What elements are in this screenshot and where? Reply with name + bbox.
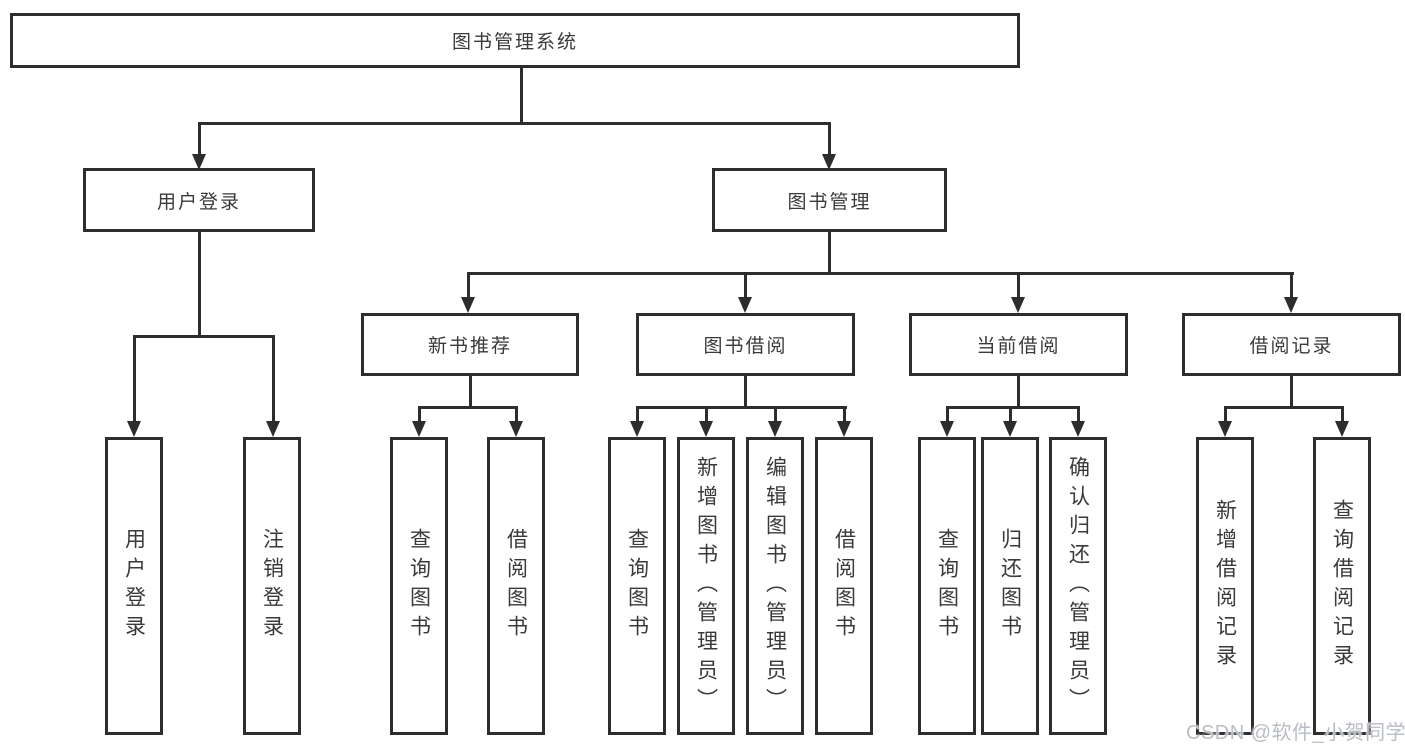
leaf-add-book-admin-label: 新增图书（管理员） bbox=[694, 455, 718, 717]
leaf-confirm-return-admin-label: 确认归还（管理员） bbox=[1066, 455, 1090, 717]
leaf-user-login-label: 用户登录 bbox=[122, 528, 146, 644]
connector-line bbox=[843, 406, 846, 423]
arrowhead bbox=[738, 297, 752, 313]
node-new-book-rec: 新书推荐 bbox=[361, 313, 579, 376]
connector-line bbox=[418, 406, 421, 423]
connector-line bbox=[272, 335, 275, 423]
connector-line bbox=[774, 406, 777, 423]
node-borrow-records: 借阅记录 bbox=[1182, 313, 1401, 376]
leaf-logout-label: 注销登录 bbox=[260, 528, 284, 644]
connector-line bbox=[1224, 406, 1344, 409]
connector-line bbox=[467, 272, 1294, 275]
leaf-query-borrow-record: 查询借阅记录 bbox=[1313, 437, 1371, 735]
connector-line bbox=[946, 406, 949, 423]
leaf-query-borrow-record-label: 查询借阅记录 bbox=[1330, 499, 1354, 673]
arrowhead bbox=[822, 154, 836, 170]
node-root-label: 图书管理系统 bbox=[451, 32, 578, 53]
node-borrow-records-label: 借阅记录 bbox=[1249, 336, 1334, 357]
csdn-watermark: CSDN @软件_小贺同学 bbox=[1186, 722, 1405, 744]
connector-line bbox=[133, 335, 275, 338]
connector-line bbox=[1077, 406, 1080, 423]
leaf-query-book-borrow: 查询图书 bbox=[608, 437, 666, 735]
leaf-borrow-book-borrow-label: 借阅图书 bbox=[832, 528, 856, 644]
leaf-borrow-book-rec: 借阅图书 bbox=[487, 437, 545, 735]
arrowhead bbox=[412, 421, 426, 437]
connector-line bbox=[636, 406, 847, 409]
arrowhead bbox=[768, 421, 782, 437]
node-new-book-rec-label: 新书推荐 bbox=[427, 336, 512, 357]
connector-line bbox=[1017, 272, 1020, 299]
arrowhead bbox=[192, 154, 206, 170]
leaf-edit-book-admin: 编辑图书（管理员） bbox=[746, 437, 804, 735]
arrowhead bbox=[1003, 421, 1017, 437]
connector-line bbox=[705, 406, 708, 423]
node-book-borrow: 图书借阅 bbox=[636, 313, 855, 376]
connector-line bbox=[1224, 406, 1227, 423]
node-user-login: 用户登录 bbox=[83, 168, 315, 232]
arrowhead bbox=[266, 421, 280, 437]
node-book-mgmt: 图书管理 bbox=[712, 168, 947, 232]
arrowhead bbox=[127, 421, 141, 437]
connector-line bbox=[133, 335, 136, 423]
node-current-borrow-label: 当前借阅 bbox=[976, 336, 1061, 357]
arrowhead bbox=[509, 421, 523, 437]
arrowhead bbox=[630, 421, 644, 437]
arrowhead bbox=[699, 421, 713, 437]
leaf-logout: 注销登录 bbox=[243, 437, 301, 735]
connector-line bbox=[828, 232, 831, 275]
connector-line bbox=[636, 406, 639, 423]
connector-line bbox=[1017, 376, 1020, 408]
leaf-confirm-return-admin: 确认归还（管理员） bbox=[1049, 437, 1107, 735]
leaf-add-borrow-record-label: 新增借阅记录 bbox=[1213, 499, 1237, 673]
arrowhead bbox=[837, 421, 851, 437]
leaf-query-book-rec: 查询图书 bbox=[390, 437, 448, 735]
leaf-borrow-book-borrow: 借阅图书 bbox=[815, 437, 873, 735]
arrowhead bbox=[1335, 421, 1349, 437]
leaf-edit-book-admin-label: 编辑图书（管理员） bbox=[763, 455, 787, 717]
leaf-query-book-current-label: 查询图书 bbox=[935, 528, 959, 644]
leaf-borrow-book-rec-label: 借阅图书 bbox=[504, 528, 528, 644]
node-user-login-label: 用户登录 bbox=[156, 191, 241, 213]
connector-line bbox=[467, 272, 470, 299]
connector-line bbox=[946, 406, 1080, 409]
arrowhead bbox=[1011, 297, 1025, 313]
arrowhead bbox=[940, 421, 954, 437]
leaf-return-book: 归还图书 bbox=[981, 437, 1039, 735]
arrowhead bbox=[461, 297, 475, 313]
leaf-return-book-label: 归还图书 bbox=[998, 528, 1022, 644]
leaf-query-book-borrow-label: 查询图书 bbox=[625, 528, 649, 644]
connector-line bbox=[520, 68, 523, 125]
connector-line bbox=[1290, 376, 1293, 408]
node-current-borrow: 当前借阅 bbox=[909, 313, 1128, 376]
connector-line bbox=[1290, 272, 1293, 299]
node-book-borrow-label: 图书借阅 bbox=[703, 336, 788, 357]
leaf-add-book-admin: 新增图书（管理员） bbox=[677, 437, 735, 735]
connector-line bbox=[469, 376, 472, 408]
connector-line bbox=[198, 122, 201, 156]
connector-line bbox=[515, 406, 518, 423]
leaf-query-book-rec-label: 查询图书 bbox=[407, 528, 431, 644]
connector-line bbox=[828, 122, 831, 156]
arrowhead bbox=[1071, 421, 1085, 437]
connector-line bbox=[198, 122, 831, 125]
arrowhead bbox=[1218, 421, 1232, 437]
leaf-add-borrow-record: 新增借阅记录 bbox=[1196, 437, 1254, 735]
connector-line bbox=[1009, 406, 1012, 423]
node-root: 图书管理系统 bbox=[10, 13, 1020, 68]
leaf-user-login: 用户登录 bbox=[105, 437, 163, 735]
connector-line bbox=[418, 406, 518, 409]
node-book-mgmt-label: 图书管理 bbox=[787, 191, 872, 213]
connector-line bbox=[744, 272, 747, 299]
connector-line bbox=[198, 232, 201, 338]
arrowhead bbox=[1284, 297, 1298, 313]
connector-line bbox=[1341, 406, 1344, 423]
connector-line bbox=[744, 376, 747, 408]
leaf-query-book-current: 查询图书 bbox=[918, 437, 976, 735]
